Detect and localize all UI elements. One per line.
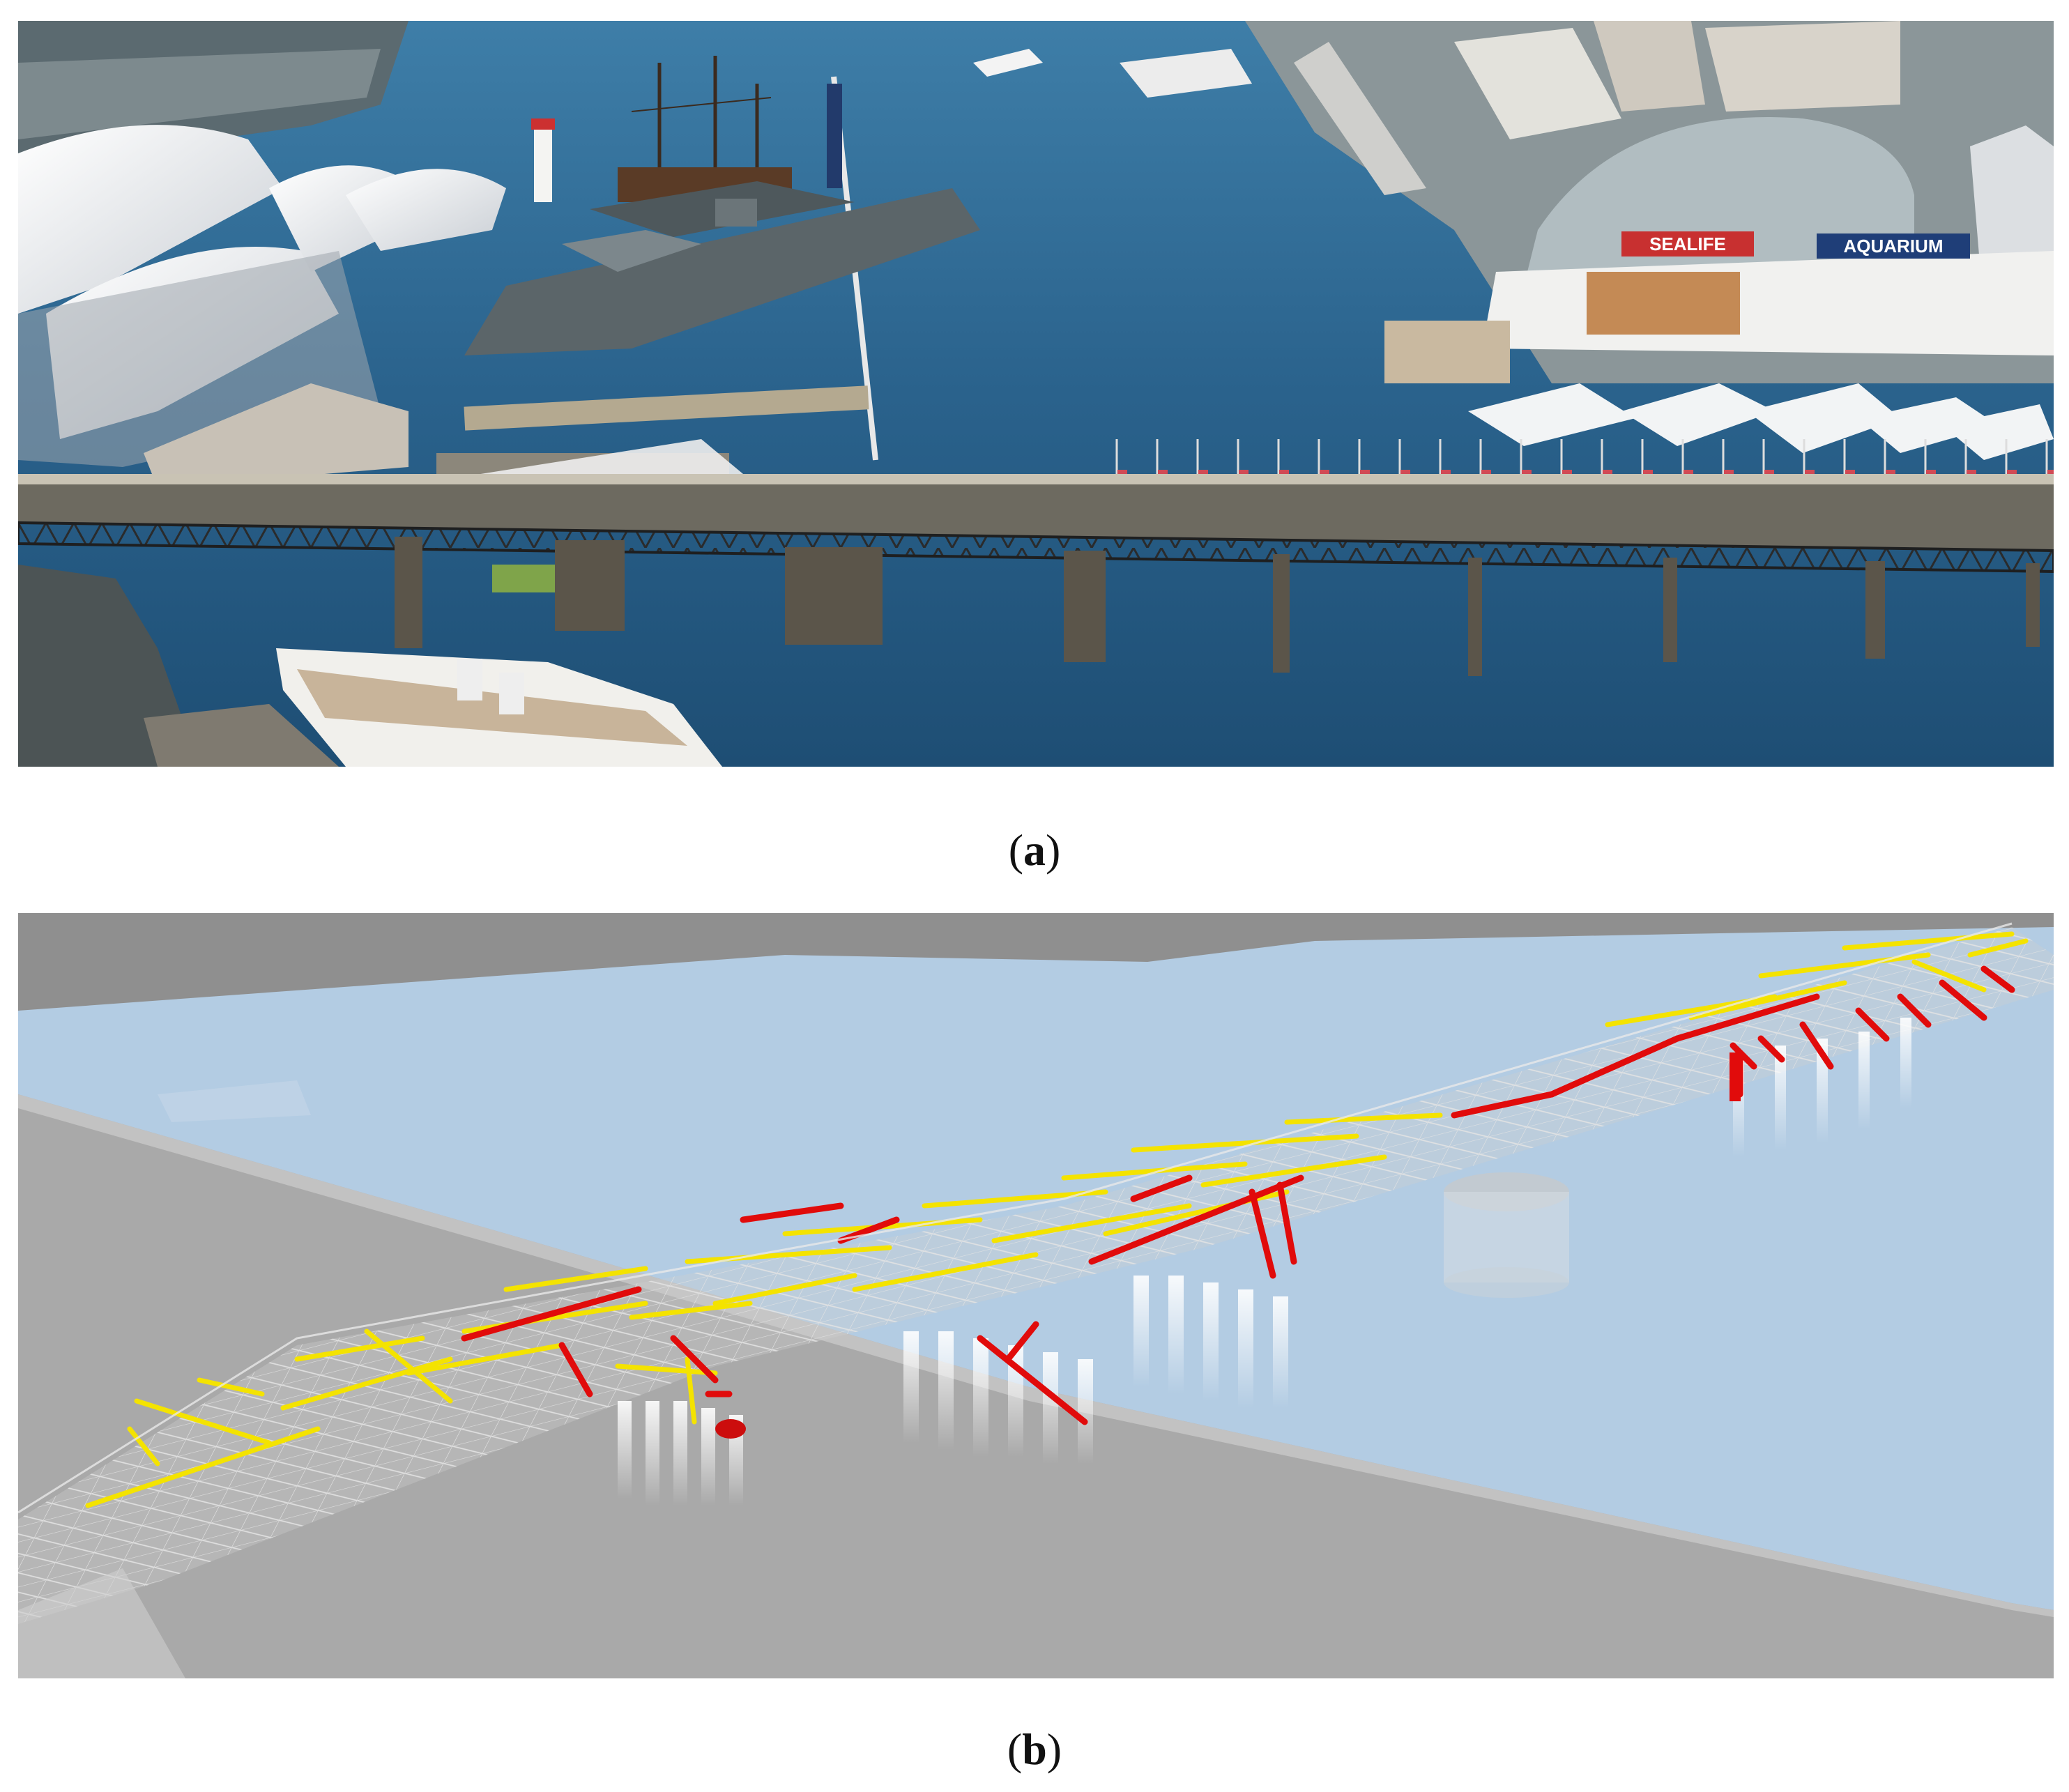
- red-element: [715, 1419, 746, 1439]
- model-render-panel: [18, 913, 2054, 1678]
- sign-left: [1621, 231, 1754, 256]
- caption-a: (a): [1008, 825, 1061, 875]
- naval-ships: [464, 181, 980, 355]
- wharf: [464, 385, 869, 431]
- bridge-piers: [395, 537, 2040, 676]
- caption-b: (b): [1007, 1724, 1062, 1774]
- aerial-photo-panel: SEALIFE AQUARIUM: [18, 21, 2054, 767]
- sign-right: [1817, 233, 1970, 259]
- sign-right-text: AQUARIUM: [1844, 236, 1944, 256]
- railing-lines: [18, 922, 2013, 1514]
- red-block: [1730, 1052, 1741, 1101]
- museum-roofs: [18, 125, 506, 488]
- red-highlighted-members: [461, 965, 2015, 1425]
- approach-structure: [18, 1568, 185, 1678]
- bottom-left-shore: [18, 565, 199, 767]
- sign-left-text: SEALIFE: [1649, 233, 1726, 254]
- model-render: [18, 913, 2054, 1678]
- historic-ferry: [276, 648, 722, 767]
- bridge-deck: [18, 474, 2054, 551]
- bridge-truss: [18, 523, 2054, 572]
- lighthouse: [534, 125, 552, 202]
- marina-pontoon: [1384, 321, 1510, 383]
- ferry-top: [973, 49, 1043, 77]
- aerial-photo: SEALIFE AQUARIUM: [18, 21, 2054, 767]
- green-pontoon: [492, 565, 555, 592]
- flag: [827, 84, 842, 188]
